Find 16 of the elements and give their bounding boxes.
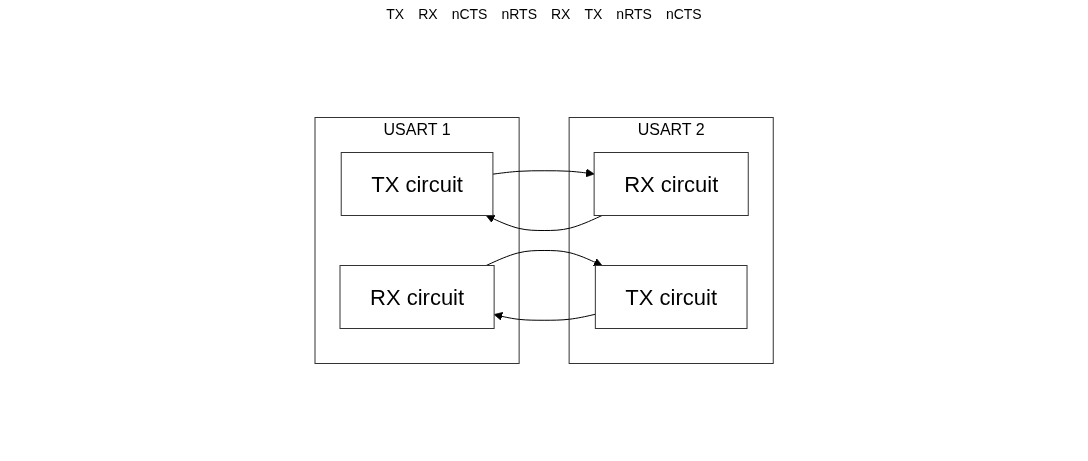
- node-box: RX circuit: [593, 152, 749, 216]
- arrow: [493, 312, 596, 321]
- signal-name: TX: [386, 6, 405, 22]
- node-box: RX circuit: [339, 265, 495, 329]
- node-box: TX circuit: [594, 265, 748, 329]
- arrow: [492, 168, 595, 178]
- signal-name: nRTS: [501, 6, 537, 22]
- signal-name: RX: [551, 6, 571, 22]
- signal-name: nRTS: [616, 6, 652, 22]
- signal-name: nCTS: [665, 6, 702, 22]
- signal-name: TX: [584, 6, 603, 22]
- signal-name: nCTS: [451, 6, 488, 22]
- arrow: [485, 250, 603, 267]
- signal-name: RX: [418, 6, 438, 22]
- arrow: [485, 214, 603, 231]
- node-box: TX circuit: [340, 152, 494, 216]
